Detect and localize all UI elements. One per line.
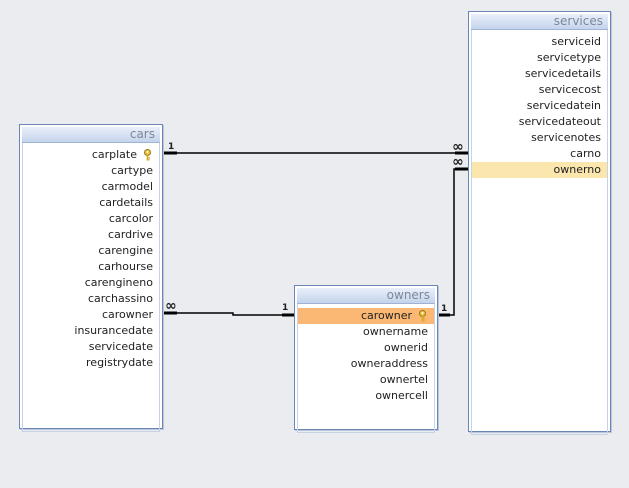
cardinality-many-cars-owners: ∞ xyxy=(165,298,177,314)
table-title-cars[interactable]: cars xyxy=(22,127,160,143)
field-servicedate[interactable]: servicedate xyxy=(88,340,153,353)
table-title-owners[interactable]: owners xyxy=(297,288,435,304)
table-title-services[interactable]: services xyxy=(471,14,608,30)
field-ownertel[interactable]: ownertel xyxy=(379,373,428,386)
relationship-owners-services xyxy=(436,167,469,317)
field-list-services[interactable]: serviceid servicetype servicedetails ser… xyxy=(471,30,608,435)
field-carengineno[interactable]: carengineno xyxy=(84,276,153,289)
field-servicedateout[interactable]: servicedateout xyxy=(518,115,601,128)
field-servicecost[interactable]: servicecost xyxy=(538,83,601,96)
field-carhourse[interactable]: carhourse xyxy=(98,260,153,273)
field-servicetype[interactable]: servicetype xyxy=(537,51,601,64)
field-list-cars[interactable]: carplate cartype carmodel cardetails car… xyxy=(22,143,160,432)
key-icon xyxy=(144,149,151,161)
field-cardetails[interactable]: cardetails xyxy=(99,196,153,209)
table-cars[interactable]: cars carplate cartype carmodel cardetail… xyxy=(19,124,163,432)
field-carno[interactable]: carno xyxy=(570,147,601,160)
cardinality-one-cars-owners: 1 xyxy=(282,303,289,313)
field-ownercell[interactable]: ownercell xyxy=(375,389,428,402)
field-ownername[interactable]: ownername xyxy=(363,325,428,338)
field-owneraddress[interactable]: owneraddress xyxy=(350,357,428,370)
field-insurancedate[interactable]: insurancedate xyxy=(74,324,153,337)
field-carowner[interactable]: carowner xyxy=(298,308,434,324)
field-carcolor[interactable]: carcolor xyxy=(108,212,153,225)
field-servicenotes[interactable]: servicenotes xyxy=(531,131,601,144)
cardinality-many-cars-services: ∞ xyxy=(452,139,464,155)
relationship-cars-owners xyxy=(163,311,296,317)
table-services[interactable]: services serviceid servicetype servicede… xyxy=(468,11,611,435)
field-servicedatein[interactable]: servicedatein xyxy=(526,99,601,112)
field-list-owners[interactable]: carowner ownername ownerid owneraddress … xyxy=(297,304,435,433)
field-carplate[interactable]: carplate xyxy=(23,147,159,163)
field-registrydate[interactable]: registrydate xyxy=(86,356,153,369)
field-cardrive[interactable]: cardrive xyxy=(108,228,153,241)
field-cartype[interactable]: cartype xyxy=(111,164,153,177)
key-icon xyxy=(419,310,426,322)
field-serviceid[interactable]: serviceid xyxy=(551,35,601,48)
field-servicedetails[interactable]: servicedetails xyxy=(524,67,601,80)
field-carowner[interactable]: carowner xyxy=(101,308,153,321)
cardinality-one-cars-services: 1 xyxy=(168,142,175,152)
field-carchassino[interactable]: carchassino xyxy=(87,292,153,305)
field-ownerid[interactable]: ownerid xyxy=(383,341,428,354)
field-label: carplate xyxy=(91,148,137,161)
cardinality-many-owners-services: ∞ xyxy=(452,154,464,170)
field-carmodel[interactable]: carmodel xyxy=(101,180,153,193)
table-owners[interactable]: owners carowner ownername ownerid ownera… xyxy=(294,285,438,433)
field-carengine[interactable]: carengine xyxy=(98,244,153,257)
field-label: carowner xyxy=(360,309,412,322)
cardinality-one-owners-services: 1 xyxy=(441,304,448,314)
field-ownerno[interactable]: ownerno xyxy=(472,162,607,178)
